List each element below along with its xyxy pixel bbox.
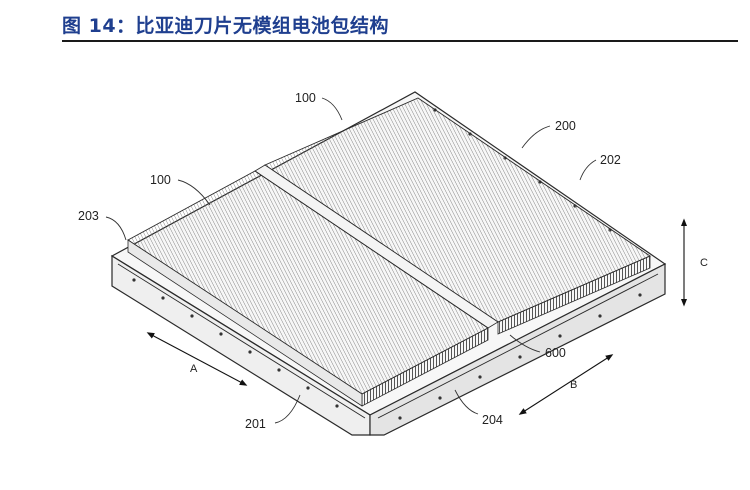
direction-arrows	[146, 218, 688, 415]
callout-100-lower: 100	[150, 173, 171, 187]
tray-right-bolt-holes	[398, 293, 642, 420]
leader-202	[579, 159, 597, 181]
arrow-b	[518, 354, 614, 415]
callout-600: 600	[545, 346, 566, 360]
battery-pack-diagram: 100 100 200 202 203 600 201 204 A B C	[78, 91, 708, 436]
leader-203	[105, 216, 127, 241]
callout-201: 201	[245, 417, 266, 431]
tray-right-inner-edge	[377, 273, 659, 419]
callout-100-upper: 100	[295, 91, 316, 105]
leader-600	[509, 334, 541, 353]
leader-201	[274, 394, 301, 424]
arrow-a	[146, 332, 248, 386]
callout-203: 203	[78, 209, 99, 223]
leader-100-lower	[177, 179, 211, 206]
callout-202: 202	[600, 153, 621, 167]
axis-label-c: C	[700, 257, 708, 269]
axis-label-b: B	[570, 379, 577, 391]
axis-labels: A B C	[190, 257, 708, 391]
battery-module-lower	[127, 170, 489, 407]
callout-200: 200	[555, 119, 576, 133]
axis-label-a: A	[190, 363, 198, 375]
figure-title: 图 14：比亚迪刀片无模组电池包结构	[62, 14, 390, 37]
leader-100-upper	[321, 97, 343, 121]
leader-200	[521, 125, 551, 149]
module-upper-side	[497, 255, 651, 335]
module-lower-front	[127, 239, 363, 407]
callout-204: 204	[482, 413, 503, 427]
leader-lines	[105, 97, 597, 424]
leader-204	[454, 389, 479, 415]
figure-header: 图 14：比亚迪刀片无模组电池包结构	[62, 8, 738, 42]
